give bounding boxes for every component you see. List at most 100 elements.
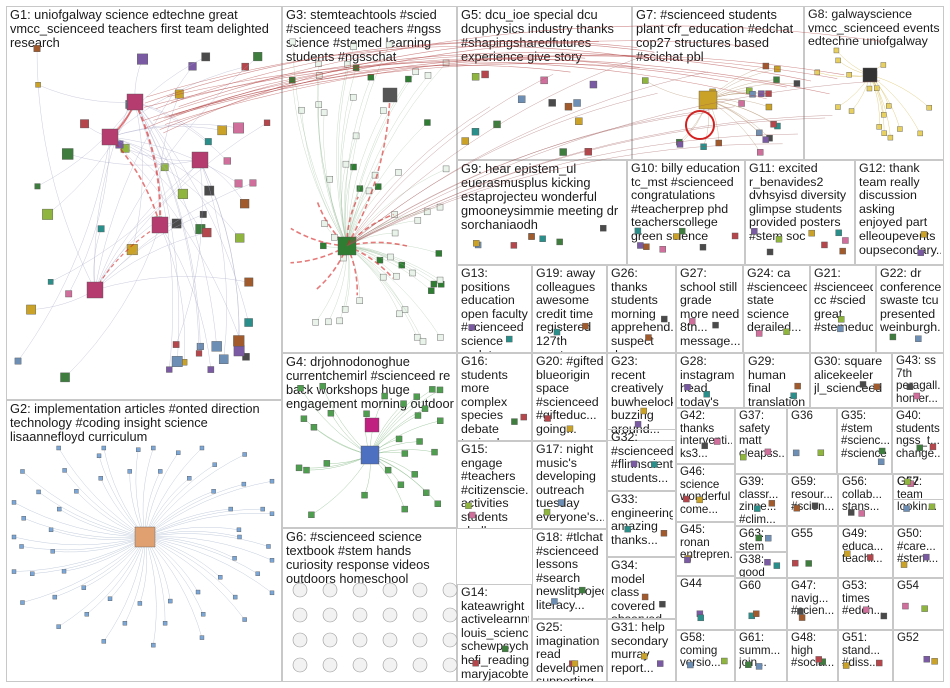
group-label: G4: drjohnodonoghue currentchemirl #scie… [286,355,454,411]
group-g18: G18: #tlchat #scienceed lessons #search … [532,529,607,619]
group-label: G10: billy education tc_mst #scienceed c… [631,162,740,243]
group-g50: G50: #care... #stem... [893,526,944,578]
group-label: G8: galwayscience vmcc_scienceed events … [808,8,940,49]
group-g46: G46: science wonderful come... [676,464,735,522]
group-g12: G12: thank team really discussion asking… [855,160,944,265]
group-g48: G48: high #socia... [787,630,838,682]
group-g56: G56: collab... stans... [838,474,893,526]
group-g20: G20: #gifted blueorigin space #scienceed… [532,353,607,441]
group-g53: G53: times #edch... [838,578,893,630]
group-label: G5: dcu_ioe special dcu dcuphysics indus… [461,8,614,64]
group-g16: G16: students more complex species debat… [457,353,532,441]
group-label: G3: stemteachtools #scied #scienceed tea… [286,8,442,64]
group-g19: G19: away colleagues awesome credit time… [532,265,607,353]
group-label: G15: engage #teachers #citizenscie... ac… [461,443,529,528]
group-label: G27: school still grade more need 8th...… [680,267,740,348]
group-label: G47: navig... #scien... [791,580,835,618]
group-label: G24: ca #scienceed state science deraile… [747,267,807,335]
group-g40: G40: students ngss_t... change... [892,408,944,474]
group-g36: G36 [787,408,837,474]
group-label: G53: times #edch... [842,580,884,618]
group-g24: G24: ca #scienceed state science deraile… [743,265,810,353]
group-label: G33: engineering amazing thanks... [611,493,673,547]
group-g29: G29: human final translation instagram..… [744,353,810,408]
group-label: G45: ronan entrepren... [680,524,732,562]
group-g28: G28: instagram head today's #scienceed..… [676,353,744,408]
group-label: G58: coming versio... [680,632,721,670]
group-g27: G27: school still grade more need 8th...… [676,265,743,353]
group-g59: G59: resour... #scien... [787,474,838,526]
group-label: G38: good feel ncstat... pretty... [739,554,765,578]
group-label: G29: human final translation instagram..… [748,355,806,408]
group-g33: G33: engineering amazing thanks... [607,491,676,557]
group-g58: G58: coming versio... [676,630,735,682]
group-label: G35: #stem #scienc... #science [841,410,889,460]
group-label: G19: away colleagues awesome credit time… [536,267,596,352]
group-g45: G45: ronan entrepren... [676,522,735,576]
group-g51: G51: stand... #diss... [838,630,893,682]
group-g3: G3: stemteachtools #scied #scienceed tea… [282,6,457,353]
group-label: G62: team lookin... [897,476,937,514]
group-g44: G44 [676,576,735,630]
group-g38: G38: good feel ncstat... pretty... [735,552,787,578]
group-g13: G13: positions education open faculty #s… [457,265,532,353]
group-g14: G14: kateawright activelearnnt louis_sci… [457,584,532,682]
group-label: G55 [791,528,813,540]
group-label: G49: educa... teachi... [842,528,884,566]
group-label: G11: excited r_benavides2 dvhsyisd diver… [749,162,847,243]
group-g63: G63: stem [735,526,787,552]
group-label: G54 [897,580,919,592]
group-label: G2: implementation articles #onted direc… [10,402,260,444]
group-g35: G35: #stem #scienc... #science [837,408,892,474]
group-label: G26: thanks students morning apprehend..… [611,267,673,352]
group-g30: G30: square alicekeeler jl_scienceed [810,353,892,408]
group-label: G23: recent creatively buwheelock buzzin… [611,355,673,436]
group-label: G46: science wonderful come... [680,466,731,516]
group-g39: G39: classr... zinne... #clim... tested.… [735,474,787,526]
group-g9: G9: hear epistem_ul euerasmusplus kickin… [457,160,627,265]
group-g17: G17: night music's developing outreach t… [532,441,607,529]
group-g32: G32: #scienceed #flinnscientific student… [607,429,676,491]
group-g6: G6: #scienceed science textbook #stem ha… [282,528,457,682]
group-label: G17: night music's developing outreach t… [536,443,604,524]
group-label: G7: #scienceed students plant cfr_educat… [636,8,794,64]
group-label: G1: uniofgalway science edtechne great v… [10,8,269,50]
group-g8: G8: galwayscience vmcc_scienceed events … [804,6,944,160]
group-label: G9: hear epistem_ul euerasmusplus kickin… [461,162,619,232]
group-label: G14: kateawright activelearnnt louis_sci… [461,586,529,681]
group-label: G18: #tlchat #scienceed lessons #search … [536,531,604,612]
group-label: G20: #gifted blueorigin space #scienceed… [536,355,604,436]
group-g22: G22: dr conference swaste tcu presented … [876,265,944,353]
group-label: G13: positions education open faculty #s… [461,267,528,352]
group-g55: G55 [787,526,838,578]
group-label: G44 [680,578,702,590]
group-label: G63: stem [739,528,765,552]
group-label: G39: classr... zinne... #clim... tested.… [739,476,779,526]
group-label: G31: help secondary murray report... [611,621,669,675]
group-g26: G26: thanks students morning apprehend..… [607,265,676,353]
group-g49: G49: educa... teachi... [838,526,893,578]
group-label: G37: safety matt cleapss... [739,410,784,460]
group-g5: G5: dcu_ioe special dcu dcuphysics indus… [457,6,632,160]
group-label: G21: #scienceed cc #scied great #stemedu… [814,267,873,335]
group-label: G34: model class covered observed... [611,559,672,618]
group-label: G16: students more complex species debat… [461,355,524,440]
group-g21: G21: #scienceed cc #scied great #stemedu… [810,265,876,353]
group-g11: G11: excited r_benavides2 dvhsyisd diver… [745,160,855,265]
group-label: G43: ss 7th peragall... homer... [896,355,941,405]
group-g34: G34: model class covered observed... [607,557,676,619]
group-label: G6: #scienceed science textbook #stem ha… [286,530,430,586]
group-label: G25: imagination read development suppor… [536,621,604,682]
group-label: G42: thanks interventi... ks3... [680,410,732,460]
group-label: G30: square alicekeeler jl_scienceed [814,355,883,396]
group-label: G40: students ngss_t... change... [896,410,941,460]
group-g60: G60 [735,578,787,630]
group-label: G36 [791,410,813,422]
group-g42: G42: thanks interventi... ks3... [676,408,735,464]
group-label: G59: resour... #scien... [791,476,835,514]
group-label: G51: stand... #diss... [842,632,881,670]
group-g54: G54 [893,578,944,630]
group-g61: G61: summ... join... [735,630,787,682]
group-label: G12: thank team really discussion asking… [859,162,941,257]
